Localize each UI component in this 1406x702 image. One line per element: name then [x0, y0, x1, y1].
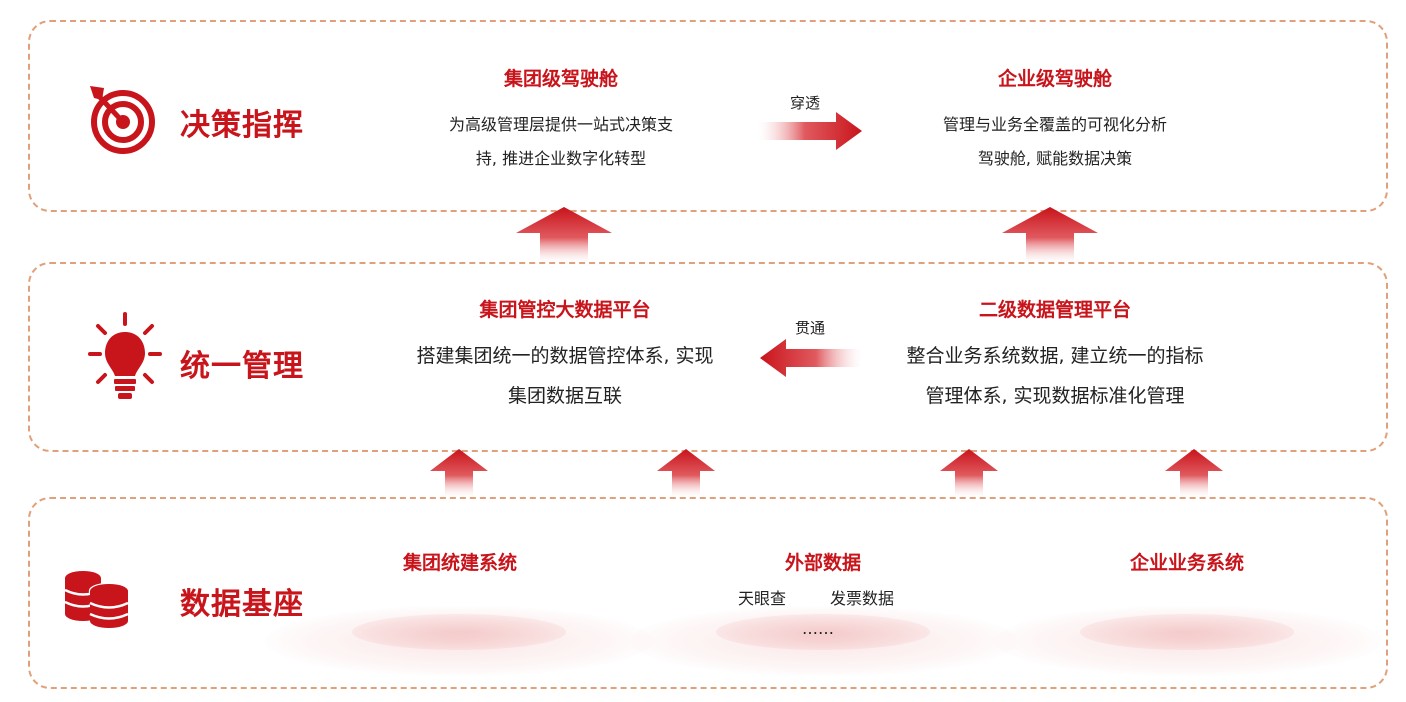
- decision-layer-title: 决策指挥: [180, 108, 304, 143]
- external-data-item-tianyancha: 天眼查: [738, 589, 787, 608]
- arrow-up-icon: [1002, 207, 1098, 263]
- penetrate-label: 穿透: [790, 94, 821, 112]
- external-data-more: ……: [802, 619, 834, 638]
- group-cockpit-title: 集团级驾驶舱: [503, 68, 619, 90]
- secondary-platform-line2: 管理体系, 实现数据标准化管理: [925, 385, 1185, 407]
- arrow-up-icon: [940, 449, 998, 497]
- management-layer-title: 统一管理: [180, 349, 304, 384]
- business-system-base: [994, 606, 1382, 676]
- arrow-left-icon: [760, 339, 862, 377]
- secondary-platform-line1: 整合业务系统数据, 建立统一的指标: [906, 345, 1204, 367]
- external-data-base-inner: [716, 614, 930, 650]
- group-system-base: [265, 606, 653, 676]
- arrow-up-icon: [1165, 449, 1223, 497]
- arrow-up-icon: [430, 449, 488, 497]
- enterprise-cockpit-line1: 管理与业务全覆盖的可视化分析: [942, 115, 1168, 134]
- group-platform-line1: 搭建集团统一的数据管控体系, 实现: [416, 345, 714, 367]
- group-platform-desc: 搭建集团统一的数据管控体系, 实现 集团数据互联: [416, 336, 713, 416]
- enterprise-cockpit-line2: 驾驶舱, 赋能数据决策: [977, 149, 1133, 168]
- external-data-base: [630, 606, 1018, 676]
- external-data-item-invoice: 发票数据: [830, 589, 895, 608]
- database-icon: [64, 571, 130, 628]
- group-platform-line2: 集团数据互联: [507, 385, 622, 407]
- enterprise-cockpit-title: 企业级驾驶舱: [997, 68, 1113, 90]
- management-layer-panel: 统一管理 集团管控大数据平台 搭建集团统一的数据管控体系, 实现 集团数据互联 …: [28, 262, 1388, 452]
- connect-label: 贯通: [795, 319, 826, 337]
- external-data-title: 外部数据: [784, 552, 862, 574]
- lightbulb-icon: [88, 312, 162, 399]
- target-icon: [90, 86, 155, 154]
- decision-layer-panel: 决策指挥 集团级驾驶舱 为高级管理层提供一站式决策支 持, 推进企业数字化转型 …: [28, 20, 1388, 212]
- group-cockpit-line2: 持, 推进企业数字化转型: [475, 149, 647, 168]
- group-cockpit-desc: 为高级管理层提供一站式决策支 持, 推进企业数字化转型: [449, 108, 673, 176]
- business-system-title: 企业业务系统: [1129, 552, 1245, 574]
- secondary-platform-title: 二级数据管理平台: [978, 299, 1132, 321]
- foundation-layer-title: 数据基座: [180, 587, 304, 622]
- secondary-platform-desc: 整合业务系统数据, 建立统一的指标 管理体系, 实现数据标准化管理: [906, 336, 1203, 416]
- group-cockpit-line1: 为高级管理层提供一站式决策支: [448, 115, 674, 134]
- group-platform-title: 集团管控大数据平台: [479, 299, 651, 321]
- arrow-up-icon: [516, 207, 612, 263]
- arrow-right-icon: [758, 112, 862, 150]
- business-system-base-inner: [1080, 614, 1294, 650]
- group-system-title: 集团统建系统: [402, 552, 518, 574]
- arrow-up-icon: [657, 449, 715, 497]
- foundation-layer-panel: 数据基座 集团统建系统 外部数据 天眼查 发票数据 …… 企业业务系统: [28, 497, 1388, 689]
- enterprise-cockpit-desc: 管理与业务全覆盖的可视化分析 驾驶舱, 赋能数据决策: [943, 108, 1167, 176]
- group-system-base-inner: [352, 614, 566, 650]
